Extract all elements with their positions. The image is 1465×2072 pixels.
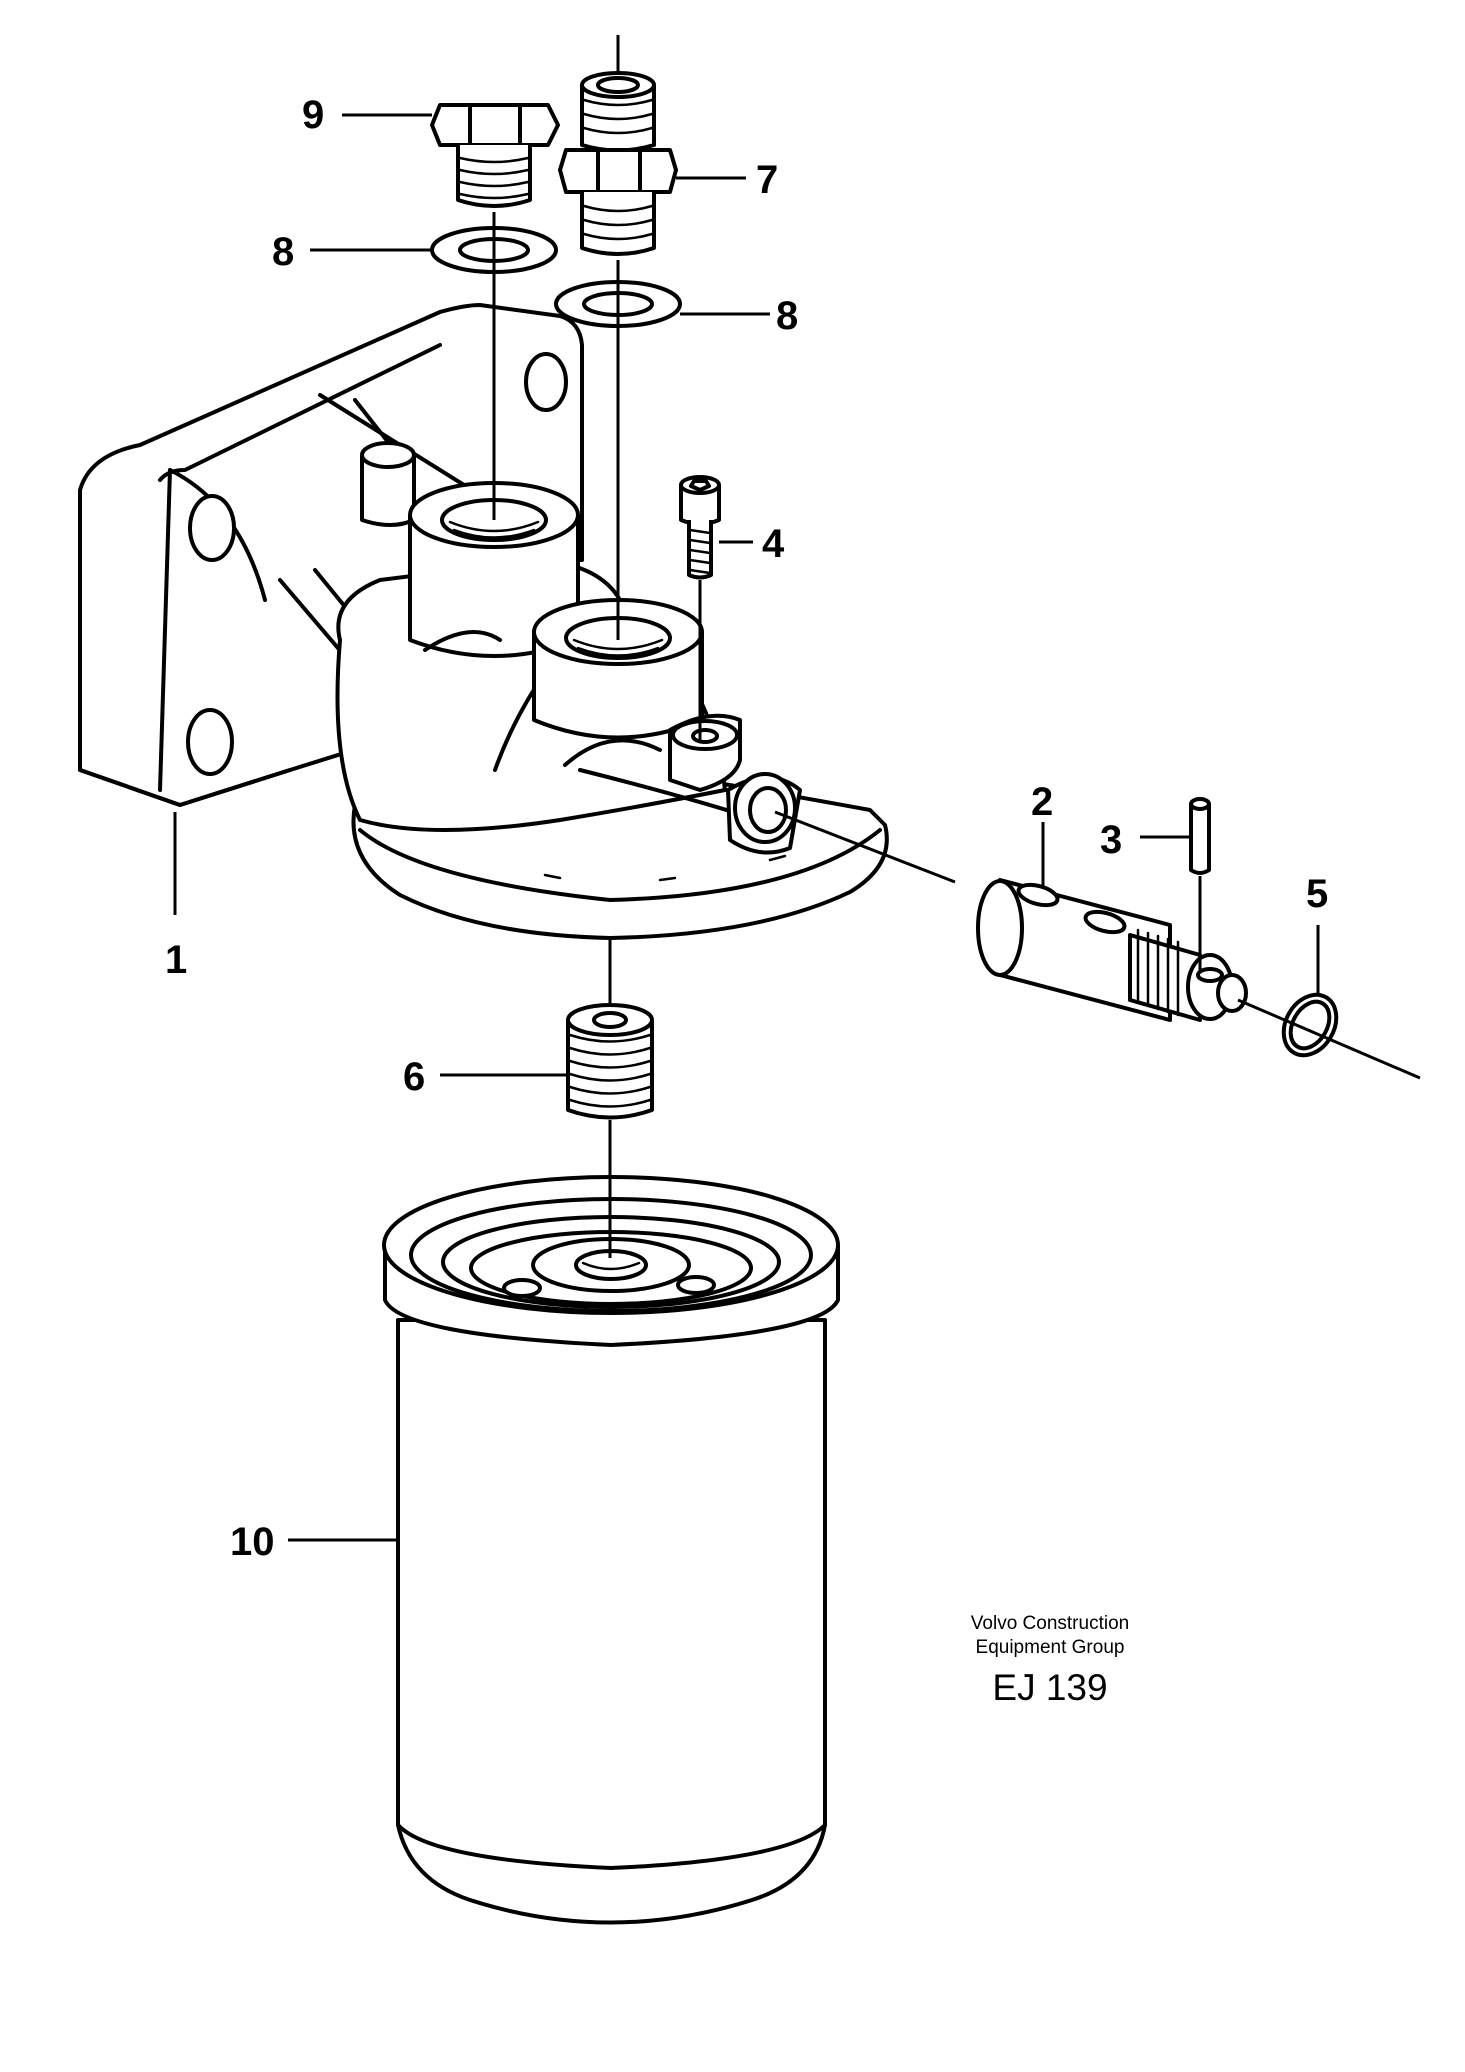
callout-9: 9	[302, 93, 325, 137]
callout-3: 3	[1100, 818, 1123, 862]
leader-lines	[173, 113, 1320, 1542]
credit-line-1: Volvo Construction	[970, 1613, 1130, 1634]
drawing-code: EJ 139	[992, 1667, 1108, 1708]
callout-5: 5	[1306, 872, 1329, 916]
callout-1: 1	[165, 938, 188, 982]
callout-6: 6	[403, 1055, 426, 1099]
part-2-valve-pin	[976, 878, 1248, 1022]
part-5-o-ring	[1281, 992, 1339, 1058]
part-3-roll-pin	[1189, 797, 1211, 875]
callout-7: 7	[756, 158, 779, 202]
part-10-filter-cartridge	[382, 1175, 840, 1925]
credit-line-2: Equipment Group	[975, 1637, 1125, 1658]
part-1-filter-head	[78, 303, 889, 940]
callout-10: 10	[230, 1520, 275, 1564]
part-7-fitting	[558, 71, 678, 256]
part-4-screw	[679, 475, 721, 580]
callout-8-left: 8	[272, 230, 295, 274]
publisher-credit: Volvo Construction Equipment Group EJ 13…	[880, 1612, 1220, 1710]
part-9-plug	[430, 103, 560, 208]
part-6-nipple	[566, 1003, 654, 1120]
callout-2: 2	[1031, 780, 1054, 824]
callout-4: 4	[762, 522, 785, 566]
assembly-lines	[492, 35, 1421, 1258]
callout-8-right: 8	[776, 294, 799, 338]
